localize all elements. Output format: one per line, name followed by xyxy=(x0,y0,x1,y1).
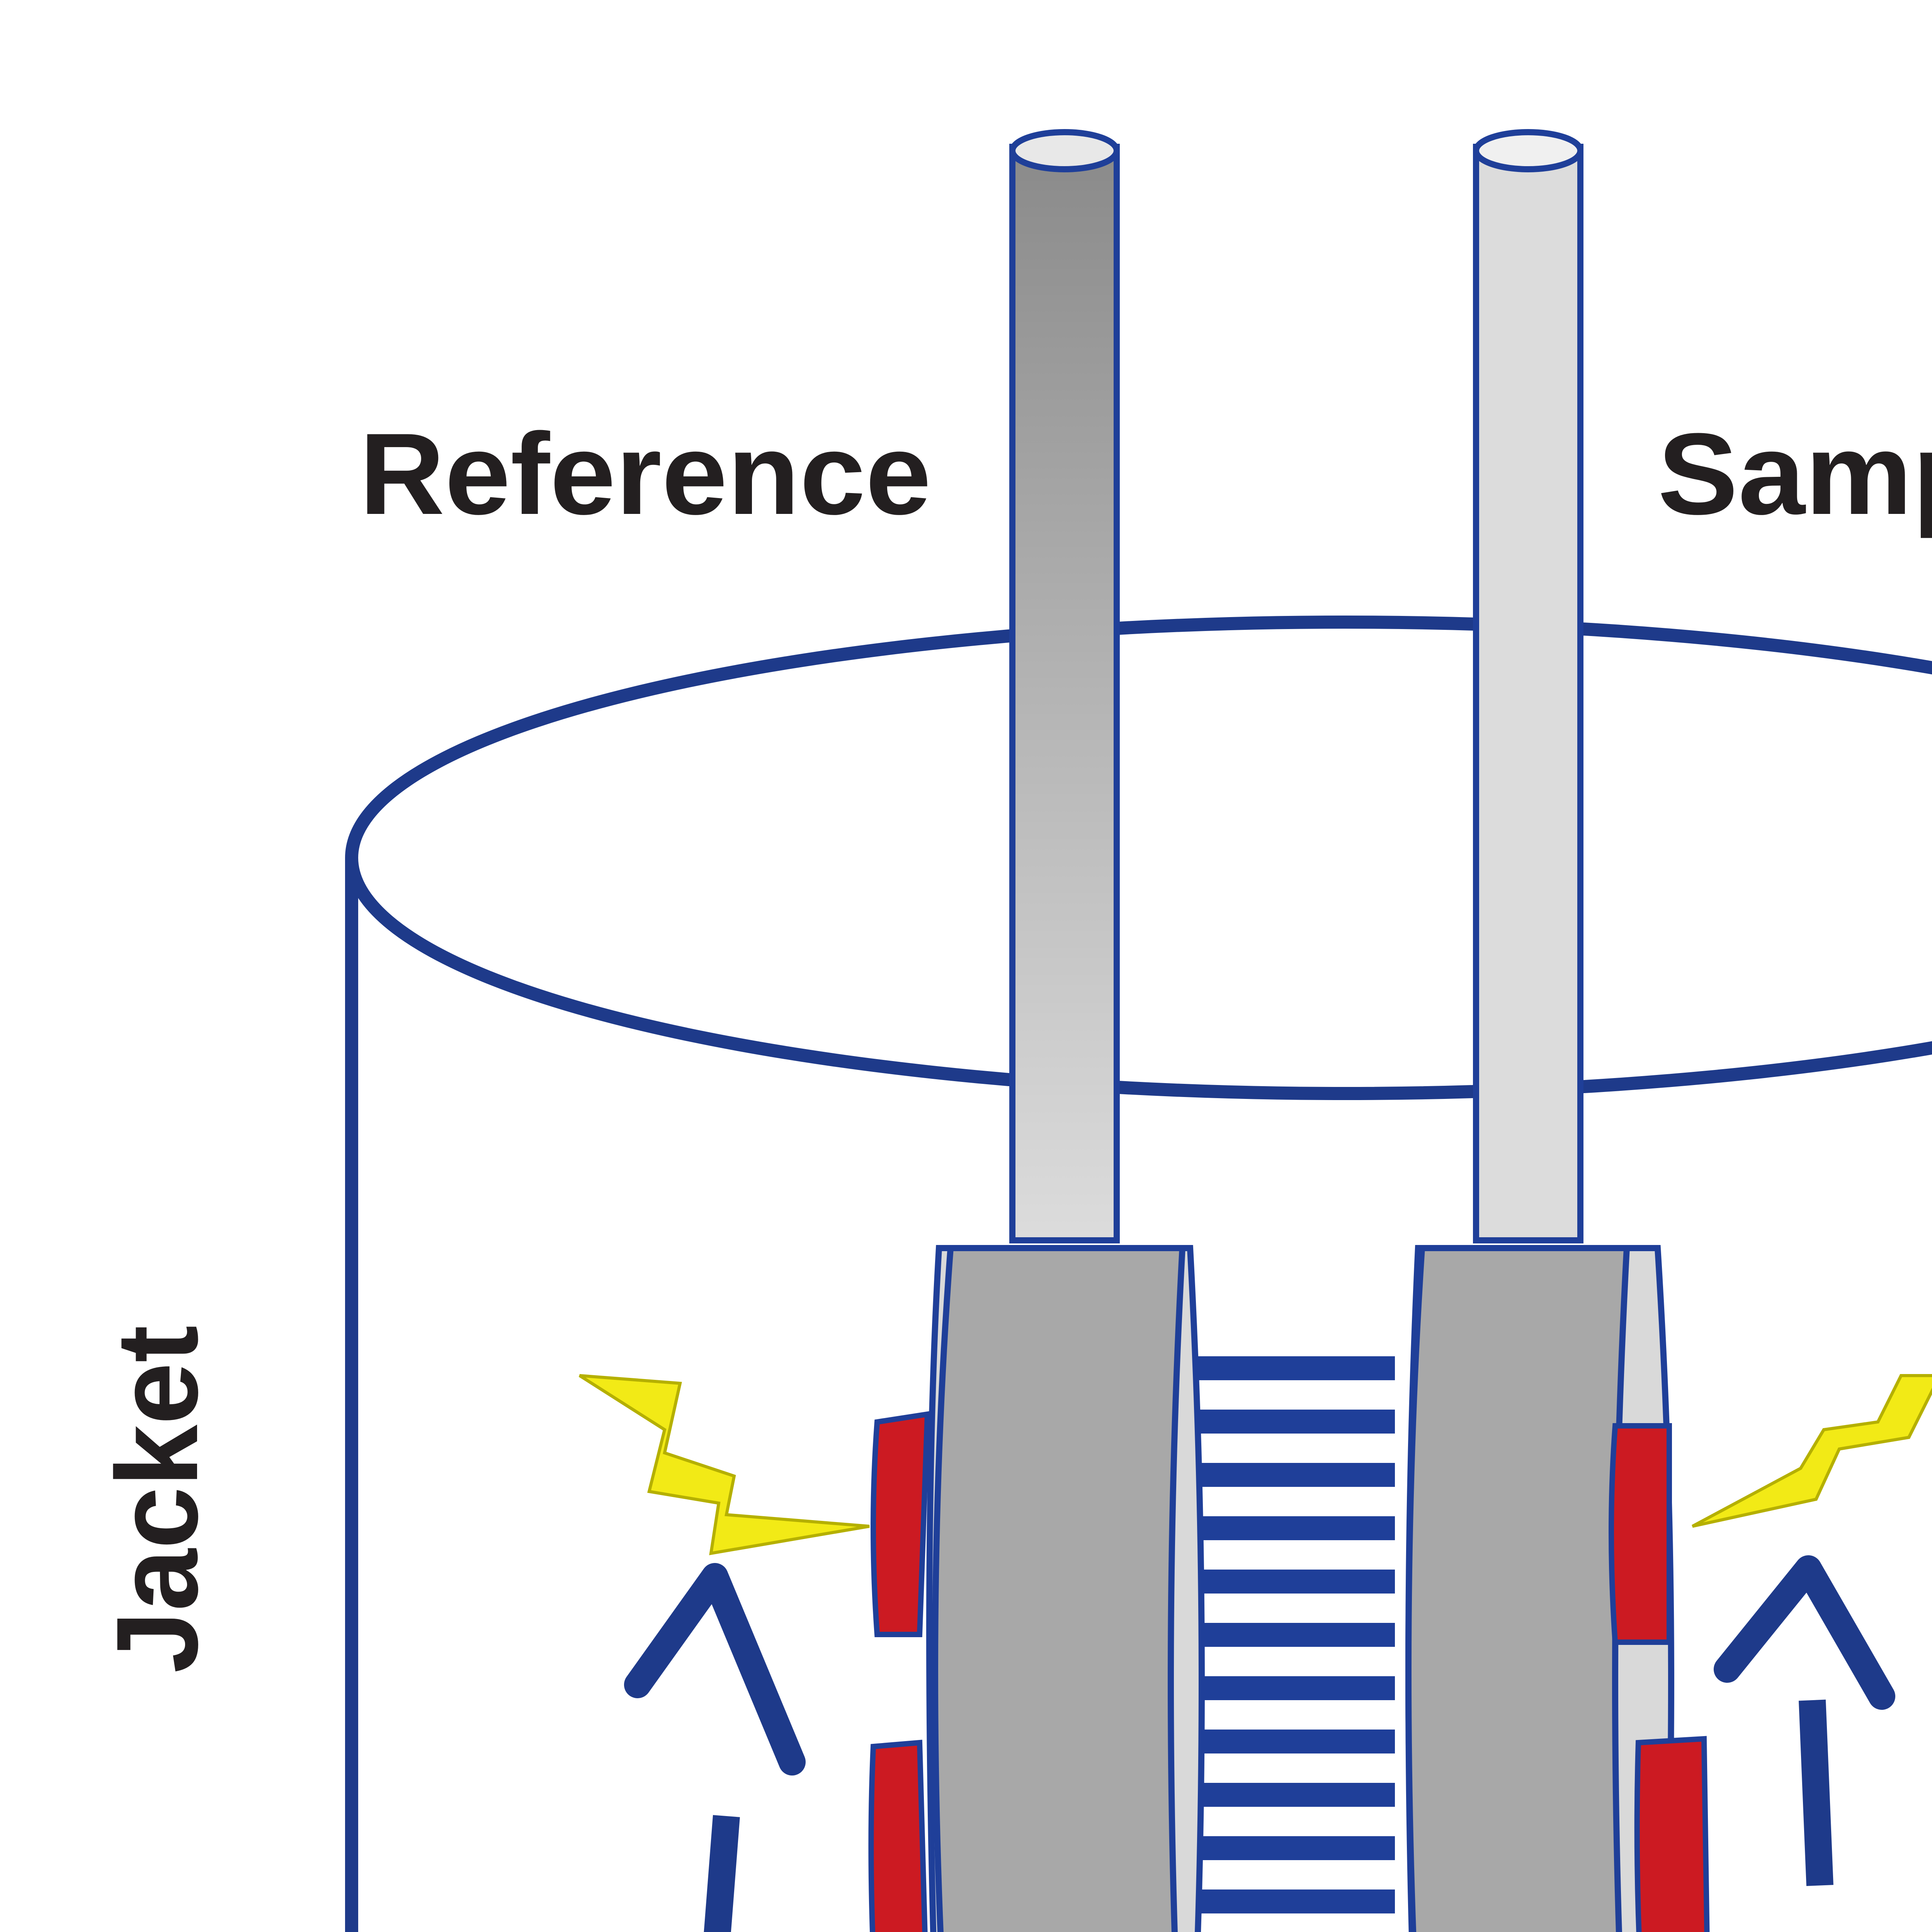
reference-disc xyxy=(868,1245,1205,1932)
sample-electrode-upper xyxy=(1609,1423,1672,1645)
flow-path-right xyxy=(1799,1699,1835,1932)
capacitor-plates xyxy=(1167,1356,1395,1913)
reference-label: Reference xyxy=(359,409,931,539)
spark-right-icon xyxy=(1692,1374,1932,1528)
arrow-up-icon-right xyxy=(1714,1555,1895,1710)
capacitor-plate xyxy=(1167,1783,1395,1807)
sample-disc xyxy=(1405,1245,1710,1932)
capacitor-plate xyxy=(1167,1570,1395,1594)
arrow-up-icon-left xyxy=(624,1563,806,1776)
capacitor-plate xyxy=(1167,1836,1395,1860)
jacket-cylinder xyxy=(345,616,1932,1932)
capacitor-plate xyxy=(1167,1623,1395,1647)
sample-rod xyxy=(1473,129,1583,1243)
reference-electrode-upper xyxy=(871,1411,930,1637)
sample-electrode-lower xyxy=(1634,1736,1710,1932)
jacket-top-rim xyxy=(345,616,1932,1100)
flow-path-left xyxy=(704,1815,740,1932)
capacitor-plate xyxy=(1167,1356,1395,1380)
capacitor-plate xyxy=(1167,1516,1395,1540)
reference-electrode-lower xyxy=(868,1740,928,1932)
capacitor-plate xyxy=(1167,1889,1395,1913)
reference-rod xyxy=(1009,129,1120,1243)
capacitor-plate xyxy=(1167,1676,1395,1700)
jacket-label: Jacket xyxy=(92,1325,222,1673)
capacitor-plate xyxy=(1167,1463,1395,1487)
capacitor-plate xyxy=(1167,1410,1395,1434)
capacitor-plate xyxy=(1167,1730,1395,1753)
spark-left-icon xyxy=(578,1374,870,1555)
sample-label: Sample xyxy=(1658,409,1932,539)
